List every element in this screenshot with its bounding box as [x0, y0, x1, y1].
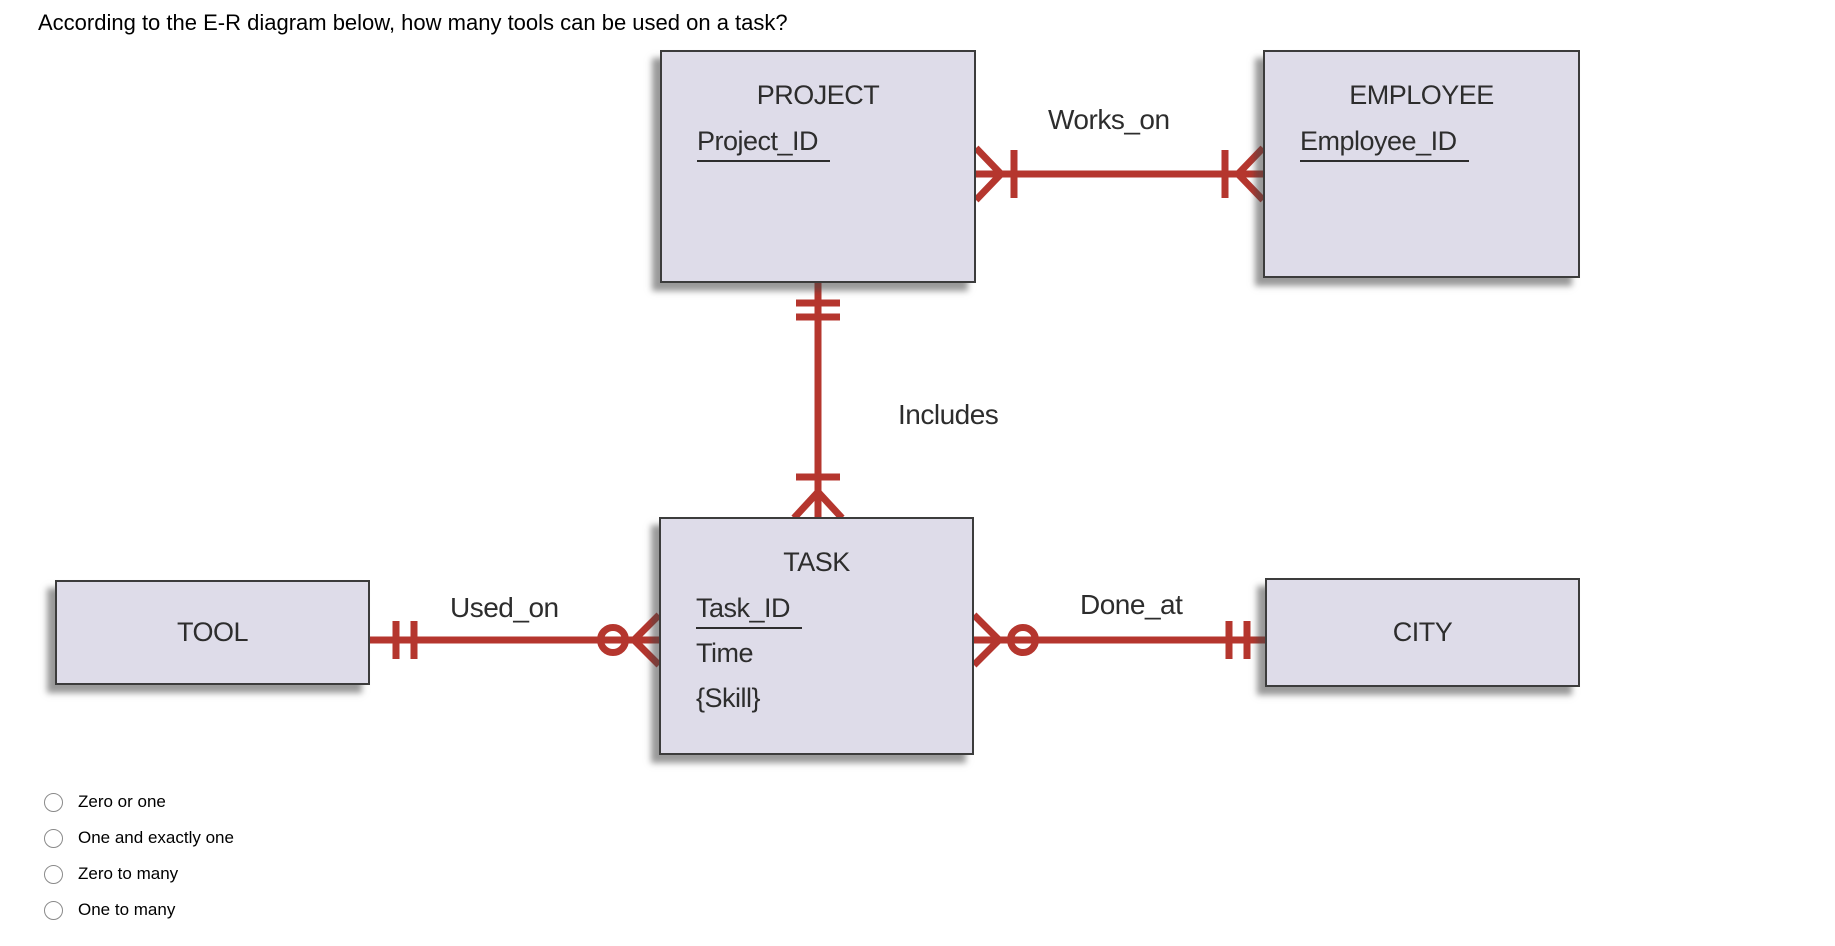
works-on-connector — [973, 145, 1266, 203]
entity-attribute: Project_ID — [697, 126, 974, 171]
relationship-label-includes: Includes — [898, 399, 999, 430]
radio-option-one-and-exactly-one[interactable]: One and exactly one — [44, 820, 234, 856]
entity-title: EMPLOYEE — [1349, 80, 1494, 110]
entity-attribute: Time — [696, 638, 972, 683]
key-attribute-label: Employee_ID — [1300, 126, 1469, 162]
relationship-label-used-on: Used_on — [450, 592, 559, 623]
entity-attribute: {Skill} — [696, 683, 972, 728]
entity-title: TOOL — [176, 617, 249, 647]
attribute-label: Time — [696, 638, 754, 668]
entity-project: PROJECT Project_ID — [660, 50, 976, 283]
radio-option-zero-to-many[interactable]: Zero to many — [44, 856, 234, 892]
radio-option-zero-or-one[interactable]: Zero or one — [44, 784, 234, 820]
entity-attribute: Task_ID — [696, 593, 972, 638]
radio-button-icon — [44, 900, 63, 920]
entity-employee: EMPLOYEE Employee_ID — [1263, 50, 1580, 278]
question-text: According to the E-R diagram below, how … — [38, 10, 788, 35]
radio-button-icon — [44, 864, 63, 884]
answer-options: Zero or one One and exactly one Zero to … — [44, 784, 234, 928]
entity-tool: TOOL — [55, 580, 370, 685]
radio-option-label: One to many — [78, 900, 176, 919]
key-attribute-label: Project_ID — [697, 126, 831, 162]
radio-button-icon — [44, 828, 63, 848]
attribute-label: {Skill} — [696, 683, 761, 713]
radio-button-icon — [44, 792, 63, 812]
key-attribute-label: Task_ID — [696, 593, 803, 629]
entity-task: TASK Task_ID Time {Skill} — [659, 517, 974, 755]
entity-city: CITY — [1265, 578, 1580, 687]
entity-attribute: Employee_ID — [1300, 126, 1578, 171]
radio-option-label: Zero to many — [78, 864, 179, 883]
done-at-connector — [971, 612, 1266, 668]
radio-option-label: Zero or one — [78, 792, 166, 811]
entity-title: PROJECT — [756, 80, 880, 110]
entity-title: CITY — [1392, 617, 1453, 647]
entity-title: TASK — [783, 547, 850, 577]
radio-option-one-to-many[interactable]: One to many — [44, 892, 234, 928]
relationship-label-done-at: Done_at — [1080, 589, 1183, 620]
relationship-label-works-on: Works_on — [1048, 104, 1170, 135]
radio-option-label: One and exactly one — [78, 828, 234, 847]
includes-connector — [791, 281, 845, 521]
